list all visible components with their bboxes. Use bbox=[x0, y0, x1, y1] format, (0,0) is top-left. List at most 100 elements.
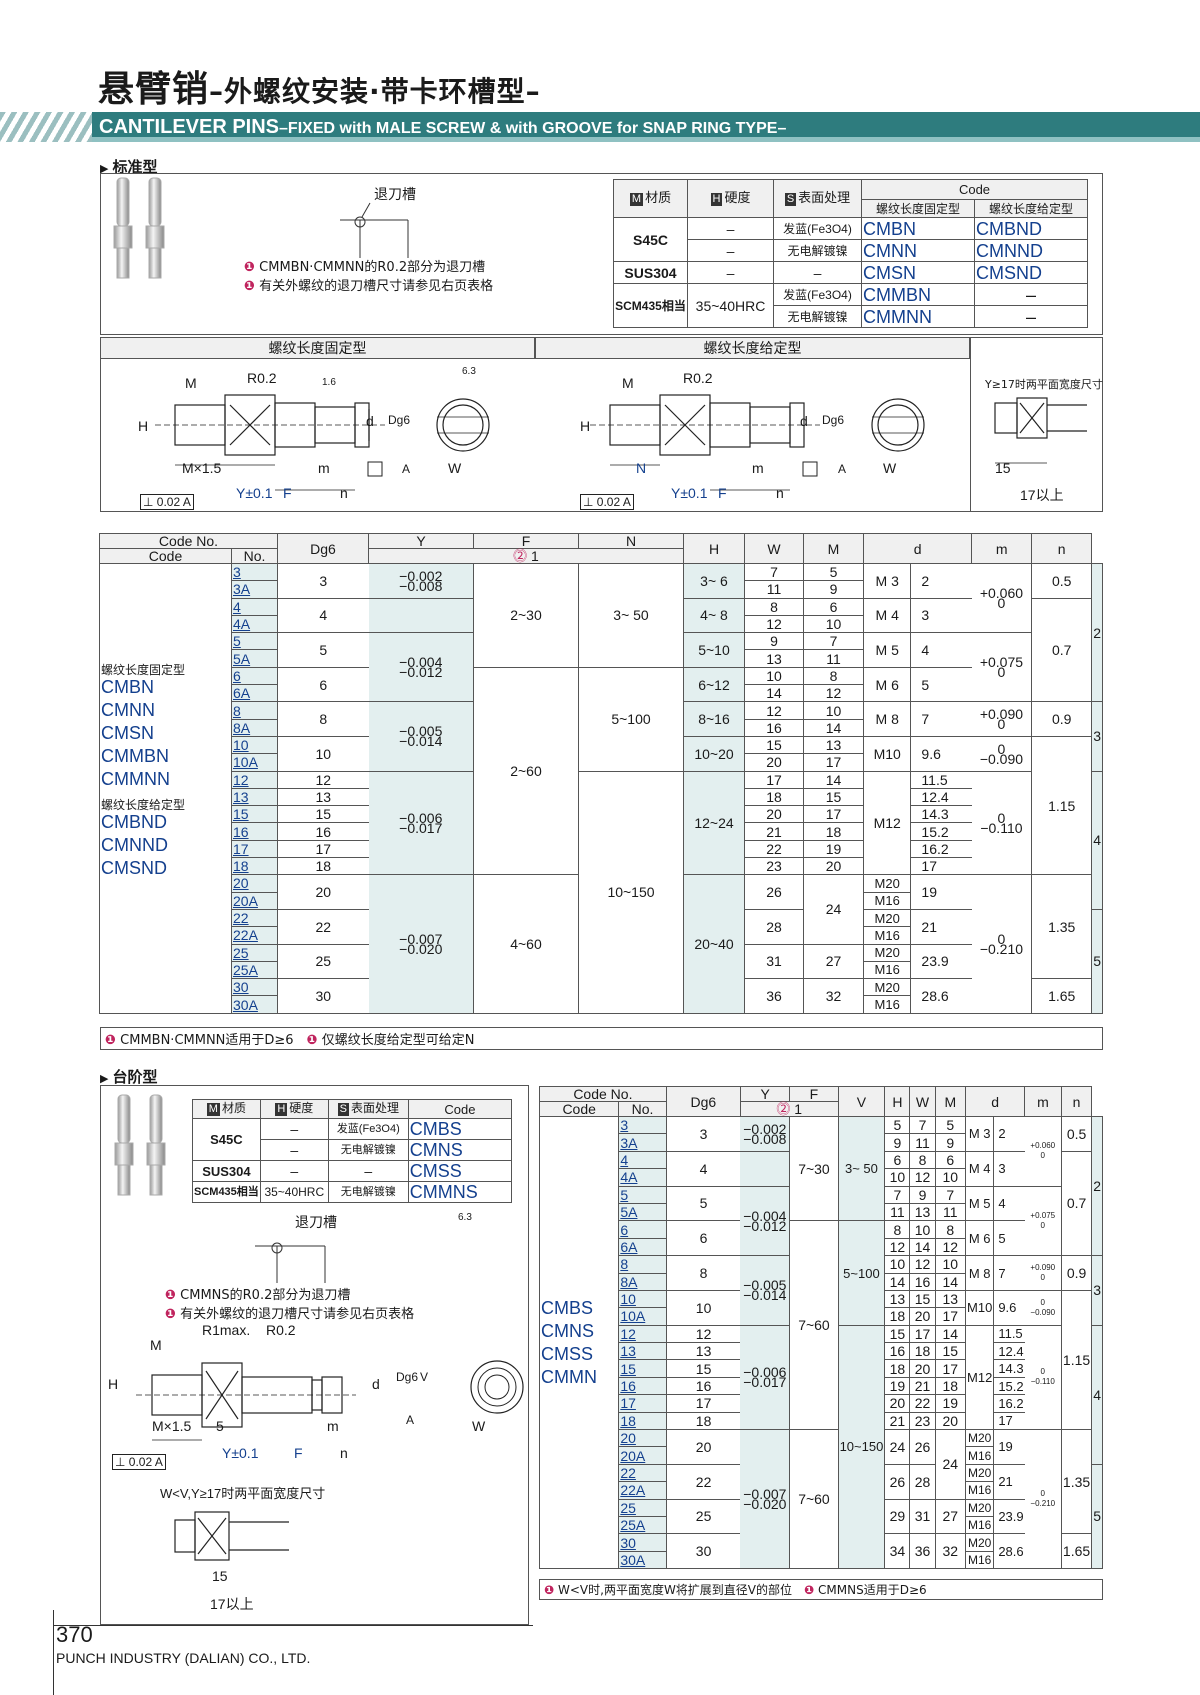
step-part-no[interactable]: 6 bbox=[618, 1220, 667, 1239]
part-no[interactable]: 25 bbox=[231, 943, 278, 962]
code-fixed: CMSN bbox=[101, 723, 154, 743]
label-f: F bbox=[283, 485, 292, 501]
code-fixed: CMBN bbox=[101, 677, 154, 697]
step-notes: ❶ CMMNS的R0.2部分为退刀槽 ❶ 有关外螺纹的退刀槽尺寸请参见右页表格 bbox=[165, 1288, 415, 1322]
label-d-3: d bbox=[372, 1376, 380, 1392]
part-no[interactable]: 3 bbox=[231, 562, 278, 582]
part-no[interactable]: 12 bbox=[231, 770, 278, 789]
label-y-3: Y±0.1 bbox=[222, 1445, 259, 1461]
flat-detail-drawing bbox=[994, 397, 1087, 464]
label-dg6: Dg6 bbox=[388, 413, 411, 427]
step-part-no[interactable]: 10 bbox=[618, 1289, 667, 1309]
label-a-2: A bbox=[838, 462, 847, 476]
part-no[interactable]: 20 bbox=[231, 874, 278, 893]
part-no[interactable]: 8 bbox=[231, 701, 278, 720]
part-no[interactable]: 8A bbox=[231, 718, 278, 737]
step-part-no[interactable]: 4A bbox=[618, 1168, 667, 1187]
part-no[interactable]: 20A bbox=[231, 891, 278, 910]
label-m-2: M bbox=[622, 375, 634, 391]
step-part-no[interactable]: 20 bbox=[618, 1429, 667, 1448]
label-mx15: M×1.5 bbox=[182, 460, 222, 476]
step-part-no[interactable]: 12 bbox=[618, 1324, 667, 1344]
part-no[interactable]: 4 bbox=[231, 597, 278, 616]
step-part-no[interactable]: 15 bbox=[618, 1359, 667, 1378]
label-h: H bbox=[138, 418, 149, 434]
part-no[interactable]: 30 bbox=[231, 978, 278, 997]
label-f-2: F bbox=[718, 485, 727, 501]
label-d: d bbox=[366, 413, 374, 429]
step-part-no[interactable]: 17 bbox=[618, 1394, 667, 1413]
label-5: 5 bbox=[216, 1418, 224, 1434]
step-pin-drawing bbox=[136, 1362, 356, 1441]
part-no[interactable]: 6 bbox=[231, 666, 278, 686]
step-part-no[interactable]: 30A bbox=[618, 1550, 667, 1570]
label-perp-3: ⊥ 0.02 A bbox=[112, 1454, 166, 1470]
step-part-no[interactable]: 22A bbox=[618, 1481, 667, 1500]
label-a: A bbox=[402, 462, 411, 476]
part-no[interactable]: 25A bbox=[231, 960, 278, 980]
step-part-no[interactable]: 5 bbox=[618, 1185, 667, 1204]
part-no[interactable]: 16 bbox=[231, 822, 278, 841]
part-no[interactable]: 10 bbox=[231, 735, 278, 755]
part-no[interactable]: 22A bbox=[231, 926, 278, 945]
label-y-2: Y±0.1 bbox=[671, 485, 708, 501]
label-dg6-3: Dg6 bbox=[396, 1370, 419, 1384]
part-no[interactable]: 17 bbox=[231, 839, 278, 859]
code-given: CMBND bbox=[101, 812, 167, 832]
part-no[interactable]: 3A bbox=[231, 580, 278, 599]
part-no[interactable]: 15 bbox=[231, 805, 278, 824]
given-pin-drawing bbox=[590, 394, 925, 491]
step-part-no[interactable]: 22 bbox=[618, 1463, 667, 1483]
step-part-no[interactable]: 4 bbox=[618, 1150, 667, 1170]
step-part-no[interactable]: 18 bbox=[618, 1411, 667, 1431]
step-part-no[interactable]: 8 bbox=[618, 1255, 667, 1274]
step-code: CMNS bbox=[541, 1320, 594, 1341]
step-part-no[interactable]: 3 bbox=[618, 1115, 667, 1135]
step-part-no[interactable]: 30 bbox=[618, 1533, 667, 1552]
label-r02: R0.2 bbox=[247, 370, 277, 386]
label-h-3: H bbox=[108, 1376, 119, 1392]
step-part-no[interactable]: 16 bbox=[618, 1376, 667, 1396]
groove-label: 退刀槽 bbox=[374, 186, 416, 202]
label-w-2: W bbox=[883, 460, 897, 476]
footer-rule bbox=[53, 1610, 54, 1695]
page-subtitle: CANTILEVER PINS–FIXED with MALE SCREW & … bbox=[99, 116, 787, 138]
step-part-no[interactable]: 8A bbox=[618, 1272, 667, 1291]
label-n-3: n bbox=[340, 1445, 348, 1461]
part-no[interactable]: 6A bbox=[231, 684, 278, 703]
step-part-no[interactable]: 13 bbox=[618, 1342, 667, 1361]
label-17: 17以上 bbox=[1020, 487, 1064, 503]
part-no[interactable]: 4A bbox=[231, 614, 278, 634]
step-part-no[interactable]: 25 bbox=[618, 1498, 667, 1517]
step-part-no[interactable]: 10A bbox=[618, 1307, 667, 1326]
label-r02-3: R0.2 bbox=[266, 1322, 296, 1338]
step-table-notes: ❶ W<V时,两平面宽度W将扩展到直径V的部位 ❶ CMMNS适用于D≥6 bbox=[539, 1579, 1103, 1600]
part-no[interactable]: 22 bbox=[231, 908, 278, 928]
part-no[interactable]: 13 bbox=[231, 787, 278, 807]
groove-detail bbox=[340, 202, 409, 258]
step-part-no[interactable]: 20A bbox=[618, 1446, 667, 1465]
code-fixed: CMMNN bbox=[101, 769, 170, 789]
fixed-diagram-title: 螺纹长度固定型 bbox=[100, 337, 535, 359]
part-no[interactable]: 30A bbox=[231, 995, 278, 1014]
divider bbox=[970, 337, 971, 512]
part-no[interactable]: 5A bbox=[231, 649, 278, 668]
step-part-no[interactable]: 3A bbox=[618, 1133, 667, 1152]
part-no[interactable]: 10A bbox=[231, 753, 278, 772]
part-no[interactable]: 18 bbox=[231, 857, 278, 876]
step-part-no[interactable]: 5A bbox=[618, 1202, 667, 1222]
part-no[interactable]: 5 bbox=[231, 632, 278, 651]
step-flat-detail bbox=[174, 1511, 289, 1561]
label-finish16: 1.6 bbox=[322, 377, 336, 388]
label-w: W bbox=[448, 460, 462, 476]
step-part-no[interactable]: 6A bbox=[618, 1237, 667, 1257]
code-label-given: 螺纹长度给定型 bbox=[101, 798, 186, 812]
label-m-small: m bbox=[318, 460, 330, 476]
step-part-no[interactable]: 25A bbox=[618, 1515, 667, 1535]
fixed-pin-drawing bbox=[155, 394, 490, 491]
